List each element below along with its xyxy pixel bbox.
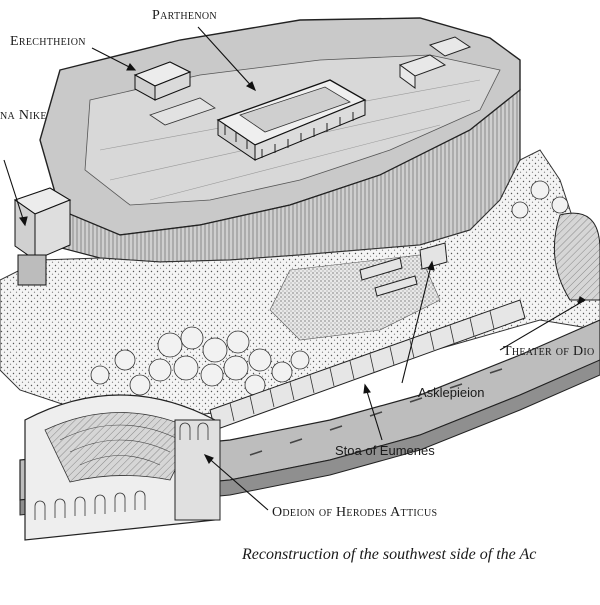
asklepieion-building xyxy=(359,242,448,297)
propylaia-building xyxy=(13,187,72,286)
east-buildings xyxy=(398,36,472,89)
leader-lines xyxy=(3,26,587,511)
label-parthenon: Parthenon xyxy=(152,8,217,23)
trees xyxy=(90,180,569,396)
parthenon-building xyxy=(216,79,367,161)
odeion-building xyxy=(24,394,221,541)
label-theater: Theater of Dio xyxy=(503,344,595,359)
label-stoa: Stoa of Eumenes xyxy=(335,443,435,458)
label-odeion: Odeion of Herodes Atticus xyxy=(272,505,438,520)
label-athena-nike: na Nike xyxy=(0,108,47,123)
figure-caption: Reconstruction of the southwest side of … xyxy=(242,546,537,563)
erechtheion-building xyxy=(133,61,216,126)
hillside xyxy=(0,149,600,421)
label-asklepieion: Asklepieion xyxy=(418,385,485,400)
label-erechtheion: Erechtheion xyxy=(10,34,86,49)
